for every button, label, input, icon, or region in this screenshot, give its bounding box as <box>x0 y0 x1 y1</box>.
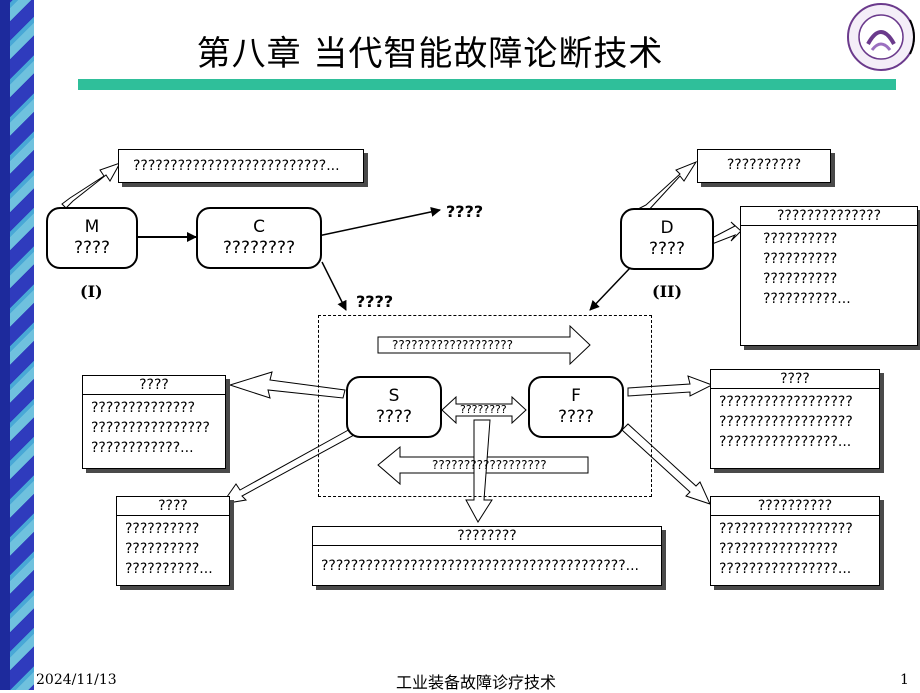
node-d-letter: D <box>660 218 674 238</box>
hollow-arrow-f-to-midright <box>627 375 714 397</box>
footer-page-number: 1 <box>900 672 909 688</box>
arrow-label-backward: ?????????????????? <box>432 458 547 472</box>
label-c-right: ???? <box>446 202 484 221</box>
label-c-down: ???? <box>356 292 394 311</box>
hollow-arrow-d-to-rightbox <box>711 221 742 245</box>
node-m-text: ???? <box>73 238 111 258</box>
box-bottom-center-head: ???????? <box>313 527 661 546</box>
node-f-text: ???? <box>557 407 595 427</box>
box-bottom-center: ???????? ???????????????????????????????… <box>312 526 662 586</box>
box-mid-right: ???? ?????????????????? ????????????????… <box>710 369 880 469</box>
box-right-upper-line: ?????????? <box>763 251 838 267</box>
hollow-arrow-down-center <box>465 419 493 523</box>
node-f: F ???? <box>528 376 624 438</box>
box-low-left-head: ???? <box>117 497 229 516</box>
hollow-arrow-s-to-midleft <box>228 371 346 399</box>
box-low-right-line: ????????????????... <box>719 561 852 577</box>
box-right-upper-head: ?????????????? <box>741 207 917 226</box>
box-top-left: ??????????????????????????... <box>118 149 364 183</box>
footer-course: 工业装备故障诊疗技术 <box>396 673 557 692</box>
box-mid-left-line: ?????????????? <box>91 400 196 416</box>
hollow-arrow-f-to-lowright <box>621 423 711 505</box>
box-low-left-line: ??????????... <box>125 561 213 577</box>
label-roman-left: (I) <box>80 282 103 301</box>
box-mid-left-line: ????????????... <box>91 440 194 456</box>
box-right-upper-line: ?????????? <box>763 271 838 287</box>
box-mid-right-line: ?????????????????? <box>719 414 853 430</box>
footer-date: 2024/11/13 <box>36 672 117 688</box>
node-m-letter: M <box>84 217 100 237</box>
hollow-arrow-s-to-lowleft <box>220 427 357 505</box>
node-d: D ???? <box>620 208 714 270</box>
box-low-right-line: ???????????????? <box>719 541 838 557</box>
box-right-upper-line: ??????????... <box>763 291 851 307</box>
node-d-text: ???? <box>648 239 686 259</box>
box-low-right-head: ?????????? <box>711 497 879 516</box>
node-c: C ???????? <box>196 207 322 269</box>
box-right-upper: ?????????????? ?????????? ?????????? ???… <box>740 206 918 346</box>
node-c-letter: C <box>253 217 265 237</box>
box-mid-left-head: ???? <box>83 376 225 395</box>
slide-title: 第八章 当代智能故障论断技术 <box>196 34 664 74</box>
hollow-arrow-m-to-topleft <box>61 162 122 209</box>
box-low-right-line: ?????????????????? <box>719 521 853 537</box>
title-underline-bar <box>78 79 896 90</box>
box-mid-right-line: ?????????????????? <box>719 394 853 410</box>
box-mid-left: ???? ?????????????? ???????????????? ???… <box>82 375 226 469</box>
diagnosis-region <box>318 315 652 497</box>
hollow-arrow-d-to-topright <box>639 160 698 214</box>
box-low-left-line: ?????????? <box>125 521 200 537</box>
decorative-sidebar-edge <box>0 0 10 690</box>
arrow-label-forward: ??????????????????? <box>392 338 514 352</box>
node-m: M ???? <box>46 207 138 269</box>
box-bottom-center-line: ????????????????????????????????????????… <box>321 558 640 574</box>
arrow-c-down <box>321 261 347 311</box>
node-c-text: ???????? <box>222 238 296 258</box>
university-logo <box>847 3 915 71</box>
arrow-label-middle: ???????? <box>460 403 507 416</box>
box-low-left-line: ?????????? <box>125 541 200 557</box>
node-f-letter: F <box>571 386 581 406</box>
arrow-c-to-label <box>317 206 441 237</box>
box-mid-right-line: ????????????????... <box>719 434 852 450</box>
box-right-upper-line: ?????????? <box>763 231 838 247</box>
box-top-right: ?????????? <box>697 149 831 183</box>
box-mid-right-head: ???? <box>711 370 879 389</box>
arrow-d-down <box>589 267 631 311</box>
label-roman-right: (II) <box>652 282 683 301</box>
node-s: S ???? <box>346 376 442 438</box>
box-low-right: ?????????? ?????????????????? ??????????… <box>710 496 880 586</box>
box-mid-left-line: ???????????????? <box>91 420 210 436</box>
node-s-text: ???? <box>375 407 413 427</box>
box-low-left: ???? ?????????? ?????????? ??????????... <box>116 496 230 586</box>
hollow-arrow-forward <box>377 324 591 366</box>
hollow-arrow-s-f <box>441 395 527 425</box>
node-s-letter: S <box>388 386 400 406</box>
